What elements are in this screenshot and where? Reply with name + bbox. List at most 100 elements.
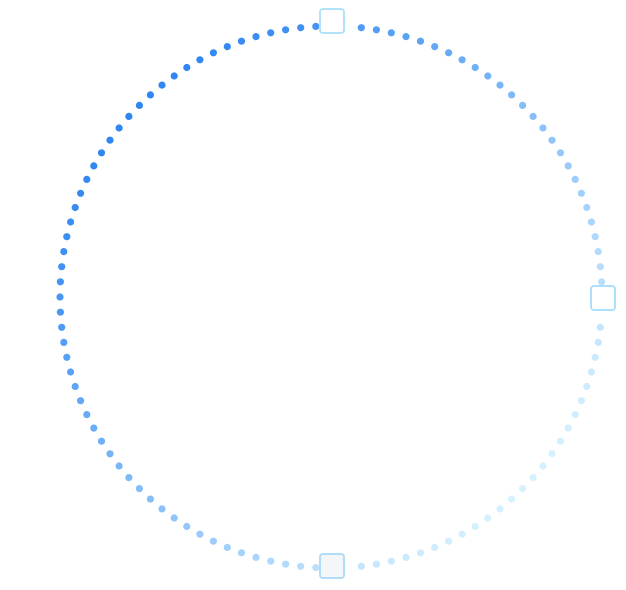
ring-dot [587,218,596,226]
ring-dot [596,263,604,271]
ring-dot [67,218,75,226]
ring-dot [282,560,290,568]
ring-dot [252,33,260,41]
ring-dot [77,189,85,197]
ring-dot [60,248,68,256]
ring-dot [196,530,204,538]
ring-dot [529,474,537,482]
ring-dot [146,91,154,99]
ring-dot [496,505,504,513]
ring-dot [158,81,166,89]
ring-dot [387,29,395,37]
ring-dot [357,562,365,570]
ring-dot [56,308,64,316]
ring-dot [594,248,602,256]
ring-dot [372,26,380,34]
ring-dot [297,562,305,570]
ring-dot [183,522,191,531]
ring-dot [471,63,479,72]
ring-dot [591,353,599,361]
ring-dot [125,474,133,482]
ring-dot [471,522,479,531]
ring-dot [135,101,143,109]
ring-dot [402,33,410,41]
ring-dot [519,485,527,493]
ring-dot [508,495,516,503]
ring-dot [67,368,75,376]
ring-dot [223,543,231,552]
ring-dot [387,557,395,565]
ring-dot [402,553,410,562]
ring-dot [63,233,71,241]
ring-dot [63,353,71,361]
ring-dot [90,162,98,170]
ring-dot [445,537,453,545]
ring-dot [58,263,66,271]
ring-dot [312,564,320,572]
ring-dot [431,43,439,51]
ring-dot [556,437,565,445]
ring-dot [196,56,204,64]
ring-dot [56,293,64,301]
ring-dot [458,56,466,64]
ring-dot [587,368,596,376]
ring-dot [71,382,79,391]
ring-dot [529,112,537,120]
ring-dot [445,49,453,57]
ring-dot [135,485,143,493]
ring-dot [564,162,572,170]
ring-dot [209,49,217,57]
ring-dot [223,43,231,51]
ring-dot [539,124,547,132]
ring-dot [60,338,68,346]
ring-dot [583,382,591,391]
ring-dot [357,24,365,32]
ring-dot [594,338,602,346]
ring-dot [146,495,154,503]
top-handle-marker[interactable] [319,8,345,34]
ring-dot [58,323,66,331]
ring-dot [252,553,260,562]
ring-dot [125,112,133,120]
ring-dot [577,189,586,197]
ring-dot [519,101,527,109]
ring-dot [583,203,591,212]
ring-dot [183,63,191,72]
ring-dot [556,149,565,157]
ring-dot [458,530,466,538]
ring-dot [598,278,606,286]
right-handle-marker[interactable] [590,285,616,311]
ring-dot [97,437,106,445]
ring-dot [209,537,217,545]
ring-dot [416,37,425,45]
ring-dot [372,560,380,568]
ring-dot [496,81,504,89]
ring-dot [571,175,579,183]
ring-dot [106,136,114,144]
ring-dot [170,72,178,80]
ring-dot [548,450,556,458]
ring-dot [548,136,556,144]
ring-dot [416,549,425,557]
ring-dot [115,462,123,470]
ring-dot [90,424,98,432]
ring-dot [83,175,91,183]
ring-dot [106,450,114,458]
ring-dot [508,91,516,99]
ring-dot [97,149,106,157]
ring-dot [431,543,439,552]
ring-dot [77,397,85,405]
ring-dot [267,557,275,565]
ring-dot [539,462,547,470]
ring-dot [596,323,604,331]
ring-dot [484,72,492,80]
ring-dot [267,29,275,37]
ring-dot [571,411,579,419]
ring-dot [158,505,166,513]
ring-dot [56,278,64,286]
ring-dot [591,233,599,241]
bottom-handle-marker[interactable] [319,553,345,579]
ring-dot [577,397,586,405]
